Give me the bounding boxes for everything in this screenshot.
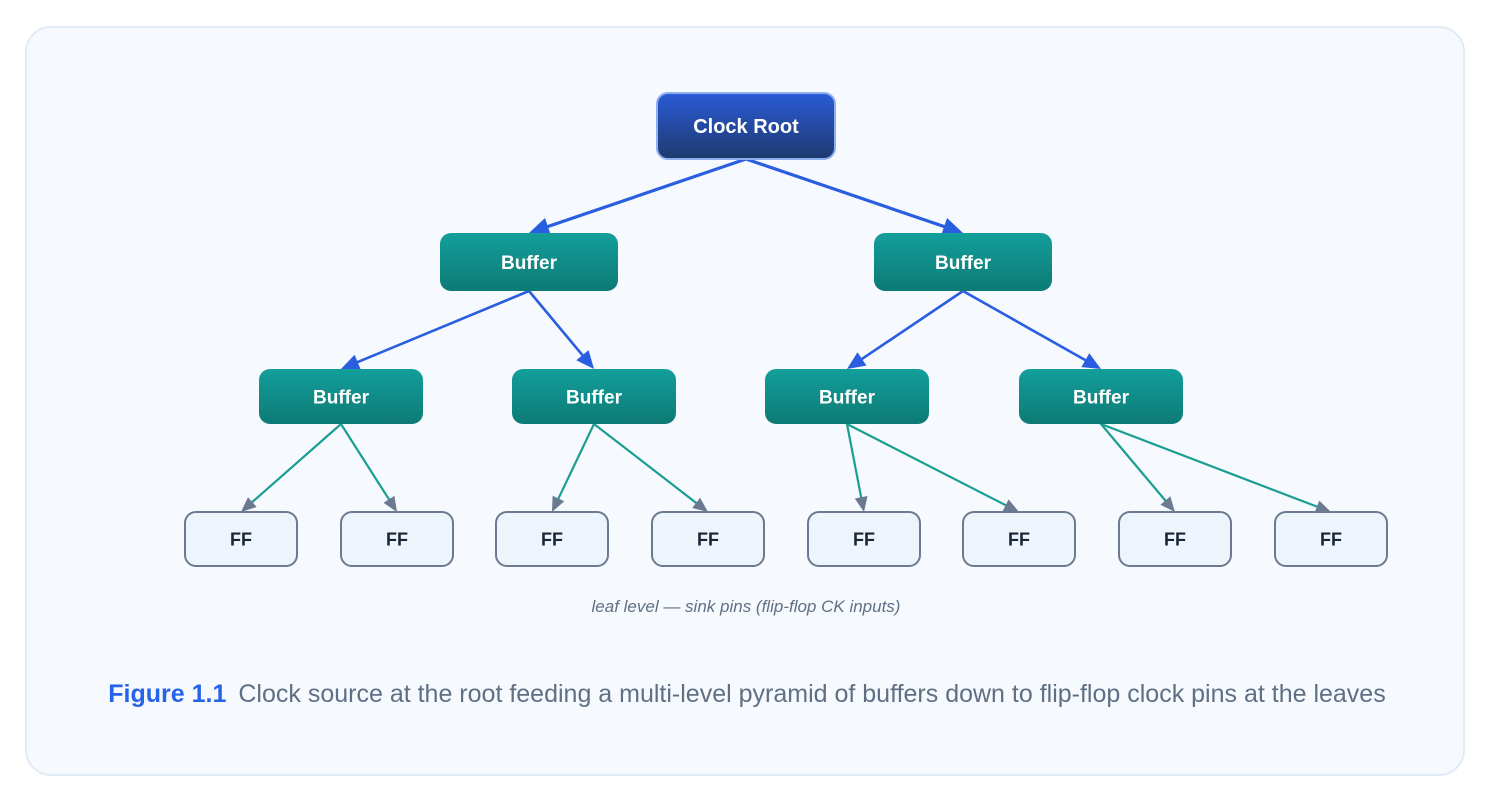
ff-leaf-node-3: FF [495,511,609,567]
buffer-l2-node-2: Buffer [512,369,676,424]
edge-buffer-to-ff-6-line [845,422,1007,507]
clock-root-node-box [656,92,836,160]
edge-root-to-buffer-1-line [546,157,748,229]
ff-leaf-node-4: FF [651,511,765,567]
ff-leaf-node-4-label: FF [697,529,719,549]
edge-buffer-to-ff-8-arrowhead [1314,500,1331,513]
ff-leaf-node-2-box [340,511,454,567]
edge-buffer-to-ff-5-line [845,422,863,499]
ff-leaf-node-5-label: FF [853,529,875,549]
edge-root-to-buffer-2-arrowhead [941,218,963,236]
buffer-l2-node-1: Buffer [259,369,423,424]
edge-buffer-to-ff-3 [552,422,596,512]
edges-layer [241,157,1331,513]
ff-leaf-node-6-box [962,511,1076,567]
edge-buffer-to-buffer-1-line [356,289,531,364]
edge-buffer-to-ff-4-arrowhead [692,497,708,512]
leaf-level-note: leaf level — sink pins (flip-flop CK inp… [592,597,901,616]
ff-leaf-node-6-label: FF [1008,529,1030,549]
edge-buffer-to-buffer-3-line [860,289,965,361]
edge-buffer-to-buffer-2 [527,289,594,369]
edge-root-to-buffer-2-line [744,157,946,229]
ff-leaf-node-3-label: FF [541,529,563,549]
edge-buffer-to-ff-7 [1099,422,1175,512]
clock-root-node: Clock Root [656,92,836,160]
edge-buffer-to-buffer-1-arrowhead [341,354,361,370]
buffer-l2-node-1-box [259,369,423,424]
edge-buffer-to-ff-2-line [339,422,391,501]
clock-root-node-label: Clock Root [693,116,799,138]
edge-buffer-to-ff-5-arrowhead [854,496,868,512]
edge-buffer-to-ff-3-line [557,422,596,500]
ff-leaf-node-2-label: FF [386,529,408,549]
edge-buffer-to-buffer-2-arrowhead [576,350,594,369]
edge-buffer-to-ff-2 [339,422,397,512]
buffer-l2-node-3-label: Buffer [819,387,876,408]
figure-caption: Figure 1.1 Clock source at the root feedi… [60,672,1434,716]
ff-leaf-node-3-box [495,511,609,567]
edge-root-to-buffer-1-arrowhead [529,218,551,236]
buffer-l2-node-4-box [1019,369,1183,424]
ff-leaf-node-6: FF [962,511,1076,567]
ff-leaf-node-1-label: FF [230,529,252,549]
buffer-l2-node-4: Buffer [1019,369,1183,424]
edge-buffer-to-ff-8-line [1099,422,1319,508]
ff-leaf-node-5: FF [807,511,921,567]
edge-root-to-buffer-1 [529,157,748,236]
ff-leaf-node-8-label: FF [1320,529,1342,549]
edge-buffer-to-ff-8 [1099,422,1331,513]
buffer-l2-node-3-box [765,369,929,424]
buffer-l2-node-2-label: Buffer [566,387,623,408]
buffer-l2-node-3: Buffer [765,369,929,424]
ff-leaf-node-1: FF [184,511,298,567]
edge-buffer-to-ff-7-line [1099,422,1167,502]
ff-leaf-node-5-box [807,511,921,567]
ff-leaf-node-1-box [184,511,298,567]
ff-leaf-node-4-box [651,511,765,567]
buffer-l1-node-2-label: Buffer [935,253,992,274]
ff-leaf-node-7: FF [1118,511,1232,567]
ff-leaf-node-2: FF [340,511,454,567]
edge-buffer-to-ff-1-line [251,422,343,504]
edge-buffer-to-buffer-3-arrowhead [847,352,867,369]
ff-leaf-node-8: FF [1274,511,1388,567]
edge-buffer-to-ff-5 [845,422,868,512]
ff-leaf-node-7-label: FF [1164,529,1186,549]
edge-buffer-to-buffer-2-line [527,289,584,357]
edge-buffer-to-buffer-4 [961,289,1101,369]
edge-buffer-to-ff-3-arrowhead [552,495,565,512]
buffer-l1-node-1: Buffer [440,233,618,291]
ff-leaf-node-8-box [1274,511,1388,567]
edge-buffer-to-ff-6 [845,422,1019,512]
buffer-l1-node-1-label: Buffer [501,253,558,274]
edge-buffer-to-ff-4-line [592,422,698,504]
ff-leaf-node-7-box [1118,511,1232,567]
edge-buffer-to-buffer-3 [847,289,965,369]
buffer-l2-node-4-label: Buffer [1073,387,1130,408]
edge-buffer-to-ff-1 [241,422,343,512]
edge-buffer-to-buffer-4-line [961,289,1087,362]
edge-buffer-to-buffer-1 [341,289,531,370]
edge-buffer-to-buffer-4-arrowhead [1081,353,1101,369]
edge-buffer-to-ff-4 [592,422,708,512]
buffer-l1-node-2: Buffer [874,233,1052,291]
edge-buffer-to-ff-2-arrowhead [383,495,397,512]
figure-number: Figure 1.1 [108,680,227,708]
edge-buffer-to-ff-6-arrowhead [1002,499,1019,512]
buffer-l1-node-2-box [874,233,1052,291]
edge-root-to-buffer-2 [744,157,963,236]
buffer-l2-node-1-label: Buffer [313,387,370,408]
buffer-l2-node-2-box [512,369,676,424]
buffer-l1-node-1-box [440,233,618,291]
edge-buffer-to-ff-7-arrowhead [1160,496,1175,512]
figure-caption-text: Clock source at the root feeding a multi… [238,680,1386,708]
edge-buffer-to-ff-1-arrowhead [241,497,257,512]
